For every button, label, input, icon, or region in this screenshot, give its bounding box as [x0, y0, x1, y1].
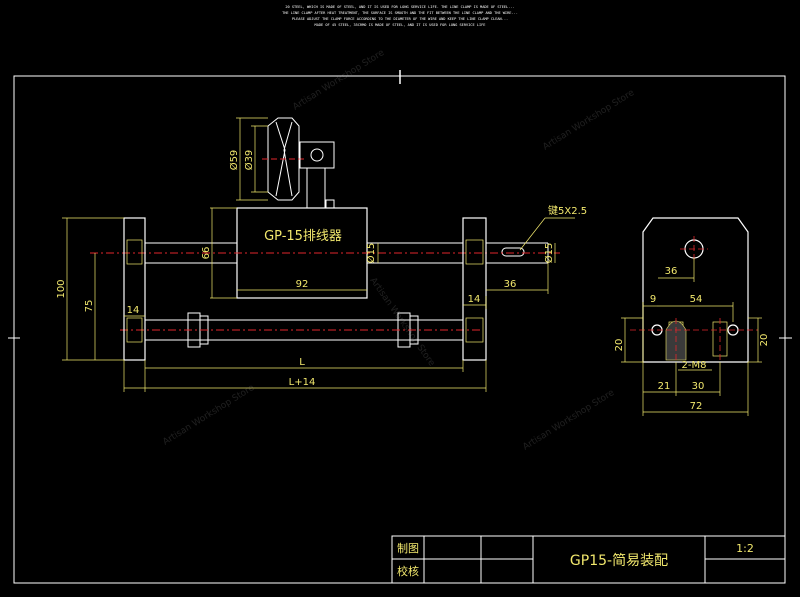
dim-length-l: L	[299, 357, 305, 368]
dim-flange-left: 14	[127, 305, 140, 316]
side-dimension-lines	[621, 258, 762, 416]
watermark-3: Artisan Workshop Store	[368, 276, 437, 369]
dim-flange-right: 14	[468, 294, 481, 305]
dim-side-20b: 20	[759, 334, 770, 347]
header-note-4: MADE OF 45 STEEL, 35CRMO IS MADE OF STEE…	[315, 23, 486, 27]
drawing-scale: 1:2	[736, 542, 754, 555]
dim-shaft-height: 75	[84, 300, 95, 313]
left-plate	[123, 217, 146, 361]
header-note-1: 20 STEEL, WHICH IS MADE OF STEEL, AND IT…	[285, 5, 514, 9]
dim-slot: 键5X2.5	[548, 204, 587, 217]
drawing-title: GP15-简易装配	[570, 552, 668, 569]
clamp-bracket	[299, 141, 335, 209]
title-block	[391, 535, 786, 584]
header-note-2: THE LINE CLAMP AFTER HEAT TREATMENT, THE…	[282, 11, 518, 15]
dim-side-9: 9	[650, 294, 656, 305]
header-notes: 20 STEEL, WHICH IS MADE OF STEEL, AND IT…	[282, 5, 518, 27]
side-view: 36 9 54 20 20 2-M8 21 30 72	[614, 217, 770, 416]
title-block-drawn-label: 制图	[397, 542, 419, 555]
part-label: GP-15排线器	[264, 229, 342, 244]
watermark-1: Artisan Workshop Store	[291, 48, 386, 113]
front-view: GP-15排线器	[56, 117, 587, 392]
dim-length-l14: L+14	[289, 377, 316, 388]
dim-shaft-dia-left: Ø15	[365, 243, 377, 264]
dim-overall-height: 100	[56, 279, 67, 298]
dim-body-width: 92	[296, 279, 309, 290]
dim-side-54: 54	[690, 294, 703, 305]
right-plate	[462, 217, 487, 361]
watermarks: Artisan Workshop Store Artisan Workshop …	[161, 48, 636, 453]
dim-side-thread: 2-M8	[682, 360, 707, 371]
watermark-2: Artisan Workshop Store	[541, 88, 636, 153]
upper-shaft	[145, 242, 549, 264]
title-block-checked-label: 校核	[397, 564, 419, 578]
dim-shaft-dia-right: Ø15	[543, 243, 555, 264]
header-note-3: PLEASE ADJUST THE CLAMP FORCE ACCORDING …	[292, 17, 508, 21]
dim-shaft-extension: 36	[504, 279, 517, 290]
dim-side-36: 36	[665, 266, 678, 277]
dim-pulley-outer: Ø59	[228, 150, 240, 171]
dimension-lines	[62, 117, 575, 392]
dim-side-30: 30	[692, 381, 705, 392]
side-centerlines	[630, 236, 758, 362]
dim-body-height: 66	[201, 247, 212, 260]
watermark-4: Artisan Workshop Store	[161, 383, 256, 448]
side-plate	[642, 217, 749, 363]
dim-pulley-inner: Ø39	[243, 150, 255, 171]
dim-side-72: 72	[690, 401, 703, 412]
watermark-5: Artisan Workshop Store	[521, 388, 616, 453]
dim-side-21: 21	[658, 381, 671, 392]
pulley	[262, 117, 305, 201]
dim-side-20a: 20	[614, 339, 625, 352]
